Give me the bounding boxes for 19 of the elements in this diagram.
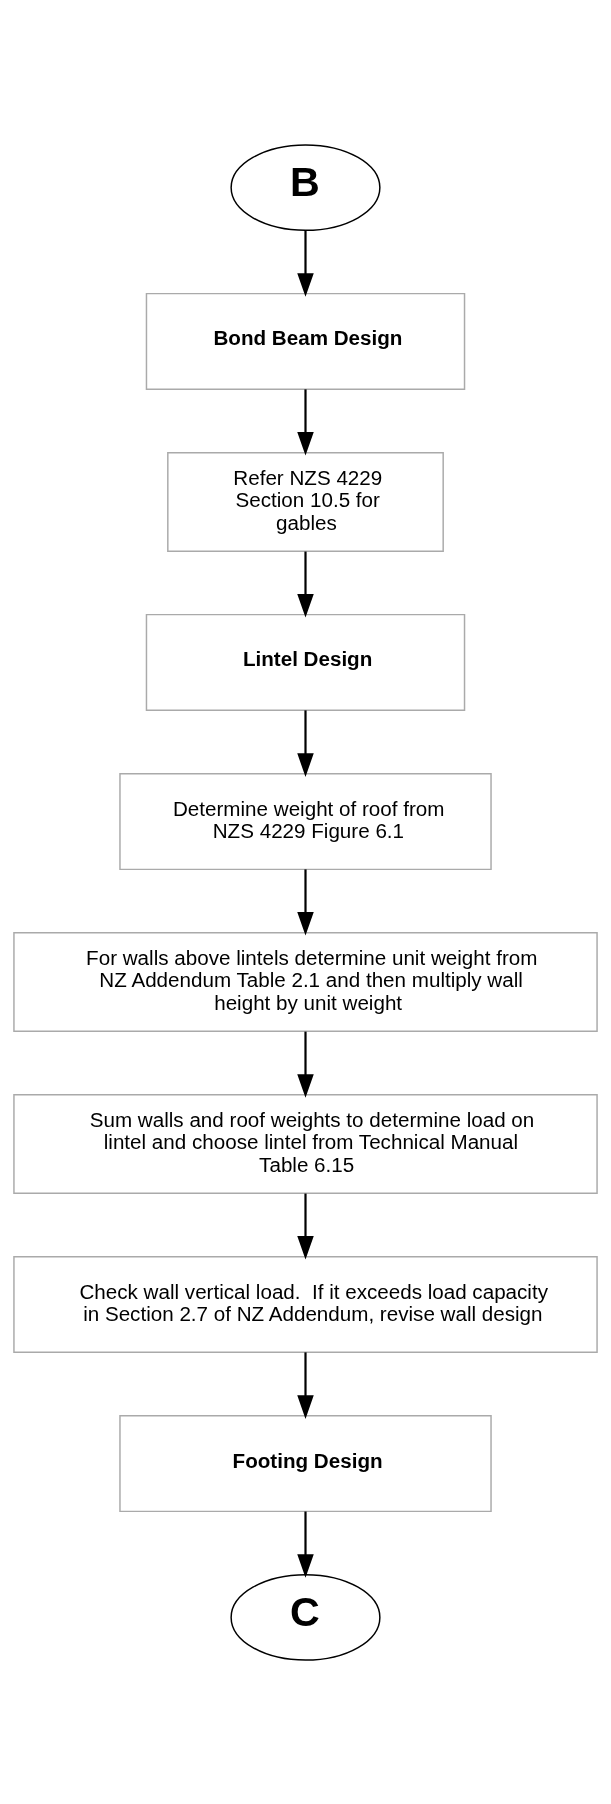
- node-ellipse: C: [230, 1573, 381, 1661]
- arrow: [297, 1193, 314, 1260]
- arrow: [297, 1511, 314, 1578]
- node-box: Refer NZS 4229 Section 10.5 for gables: [167, 451, 444, 552]
- arrow: [297, 868, 314, 936]
- arrow: [297, 551, 314, 618]
- node-box: Footing Design: [119, 1414, 492, 1512]
- arrow: [297, 709, 314, 777]
- node-box: For walls above lintels determine unit weight from NZ Addendum Table 2.1 and then multiply wall height by unit weight: [13, 931, 598, 1032]
- node-box: Bond Beam Design: [145, 292, 466, 390]
- arrow: [297, 388, 314, 456]
- node-ellipse: B: [230, 143, 381, 231]
- node-box: Sum walls and roof weights to determine load on lintel and choose lintel from Technical Manual Table 6.15: [13, 1093, 598, 1194]
- arrow: [297, 1031, 314, 1098]
- node-box: Determine weight of roof from NZS 4229 Figure 6.1: [119, 772, 492, 870]
- arrow: [297, 1351, 314, 1419]
- node-box: Check wall vertical load. If it exceeds load capacity in Section 2.7 of NZ Addendum, revise wall design: [13, 1255, 598, 1353]
- node-box: Lintel Design: [145, 613, 466, 711]
- arrow: [297, 229, 314, 297]
